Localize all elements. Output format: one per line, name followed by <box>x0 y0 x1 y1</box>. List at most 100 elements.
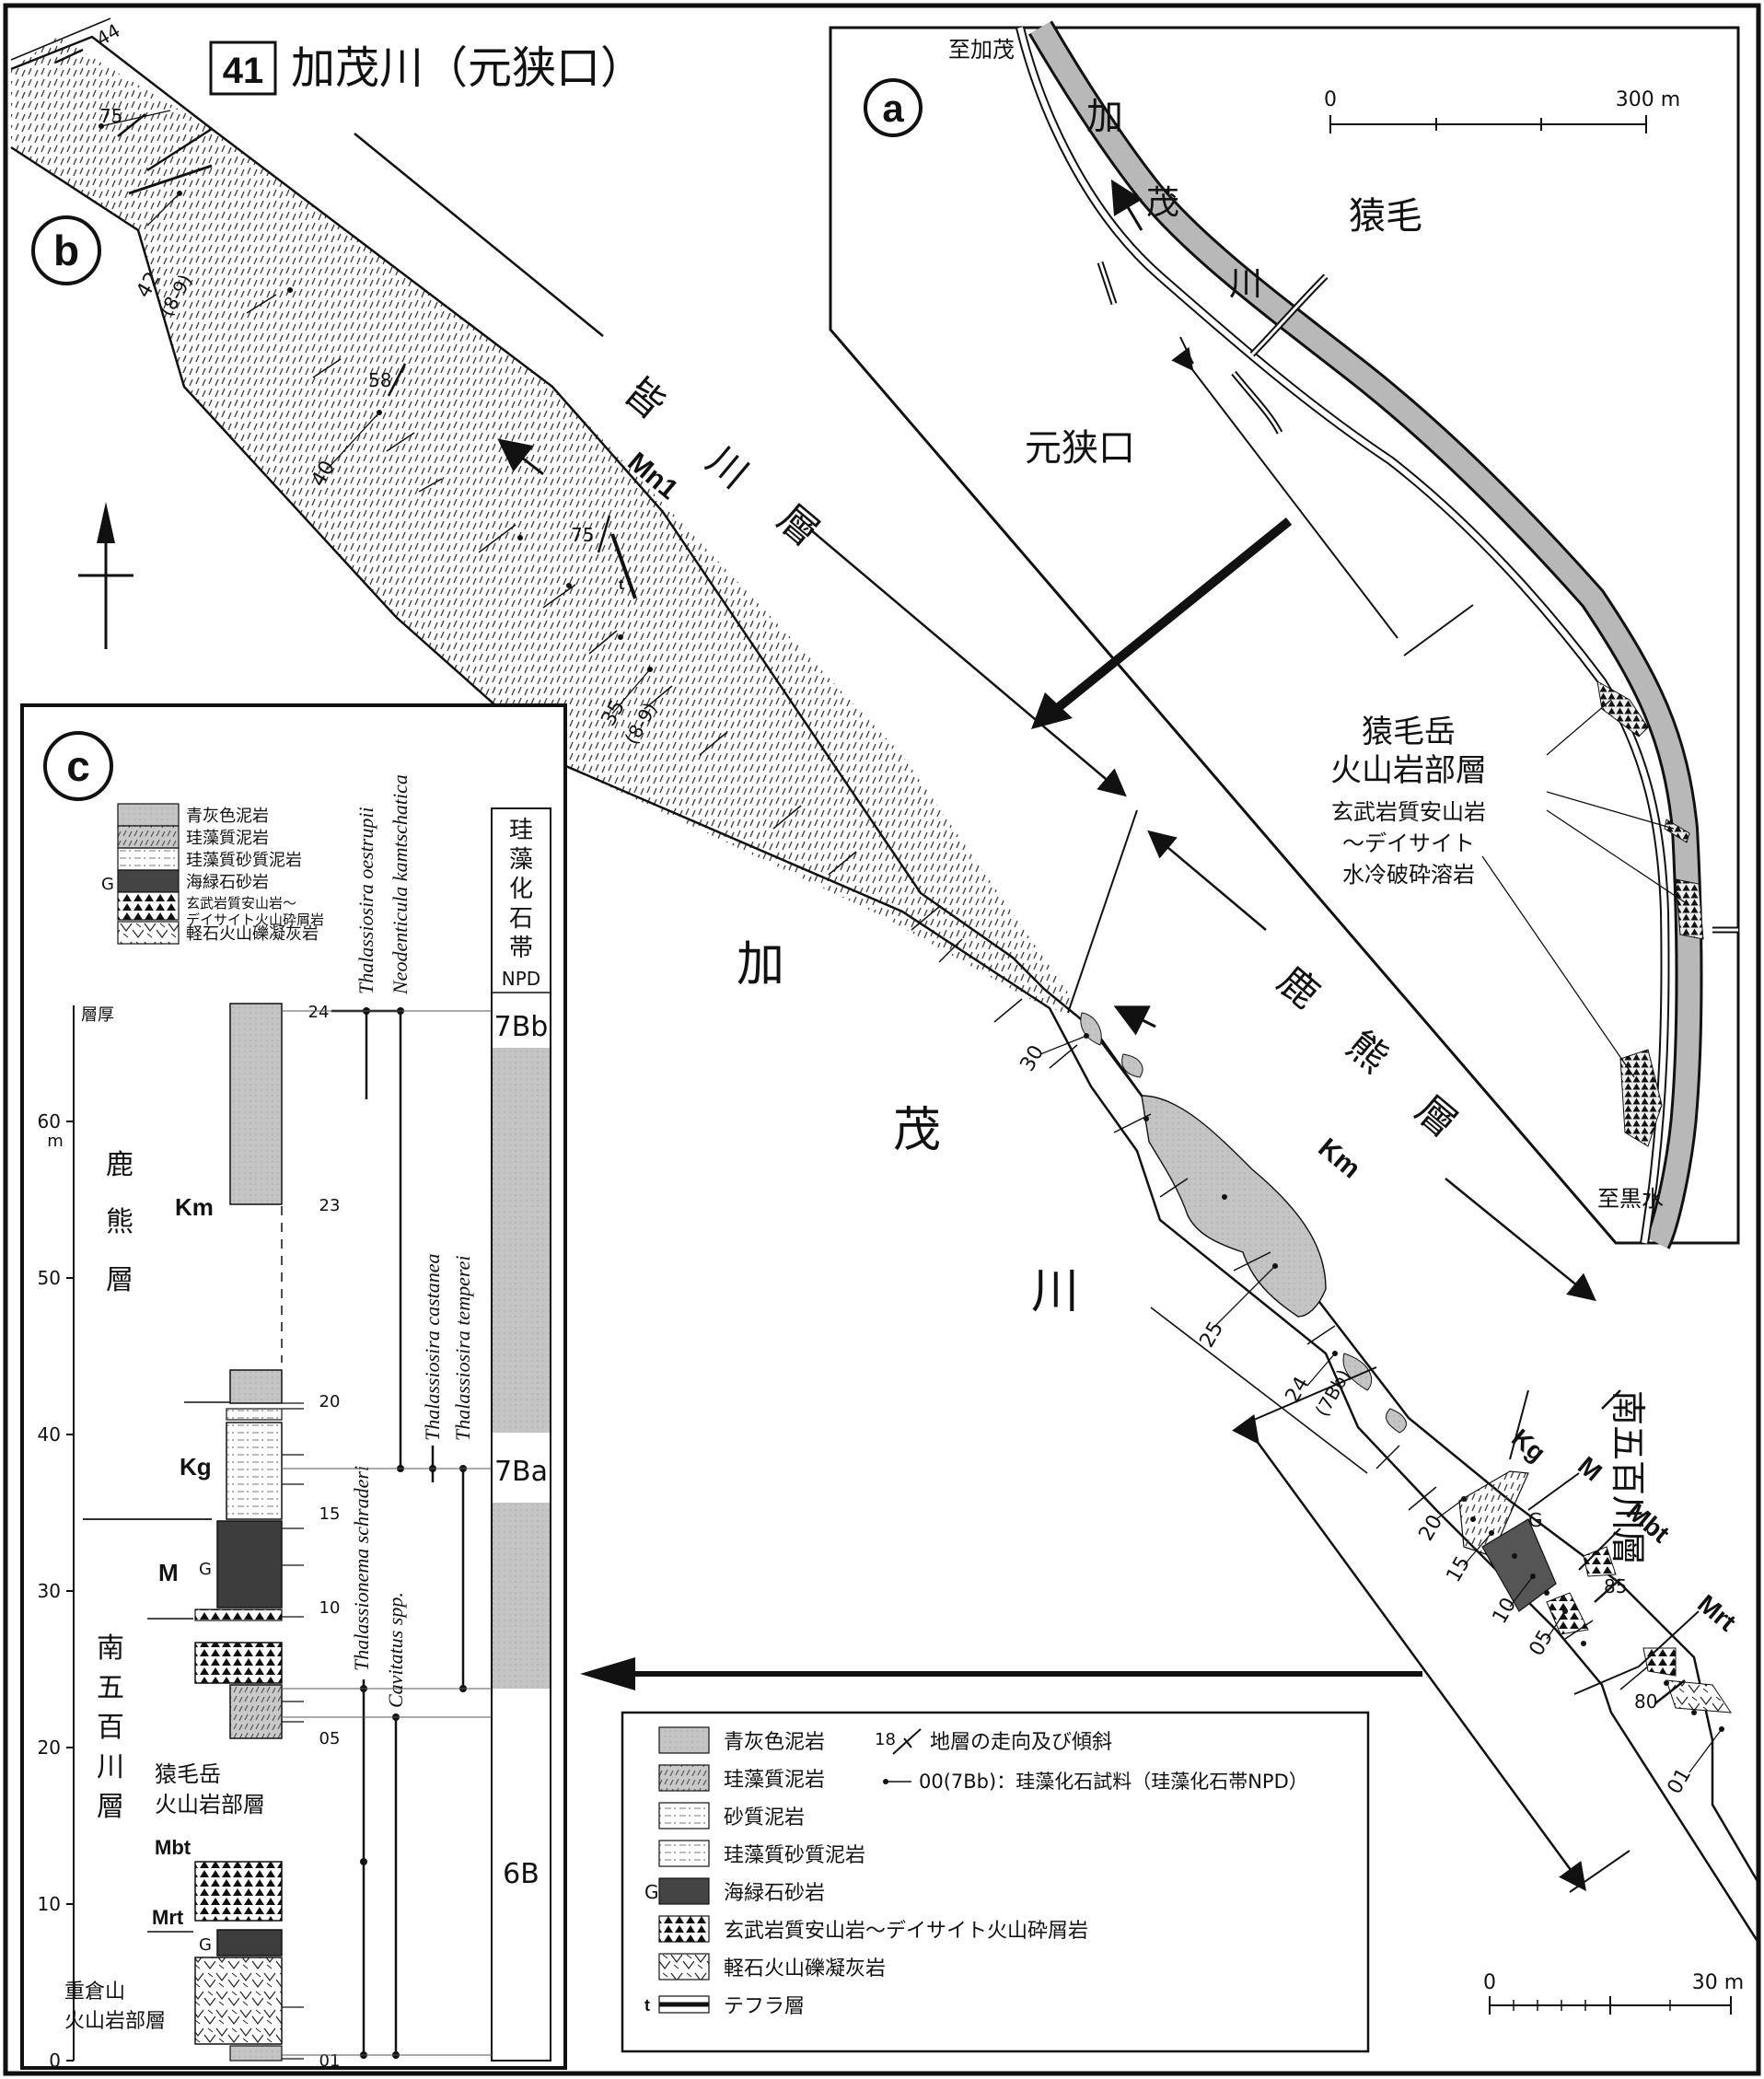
taxon-cavitatus: Cavitatus spp. <box>384 1592 407 1708</box>
col-code-g1: G <box>199 1560 212 1579</box>
col-minami-1: 南 <box>97 1632 124 1665</box>
leader-2 <box>1546 791 1675 830</box>
kakuma-3: 層 <box>1408 1086 1467 1146</box>
legend-b: G t 青灰色泥岩 珪藻質泥岩 砂質泥岩 珪藻質砂質泥岩 海緑石砂岩 玄武岩質安… <box>621 1711 1370 2053</box>
col-sample-23: 23 <box>319 1196 341 1215</box>
dip-75b: 75 <box>571 524 594 546</box>
lower-pumice <box>1665 1679 1732 1713</box>
sample-24: 24 <box>1282 1373 1315 1407</box>
range-minagawa-bottom <box>809 528 1127 797</box>
kakuma-1: 鹿 <box>1270 958 1329 1017</box>
col-code-km: Km <box>175 1193 214 1221</box>
column-legend-0: 青灰色泥岩 <box>186 807 269 826</box>
legend-strike-label: 地層の走向及び傾斜 <box>930 1731 1112 1754</box>
legend-b-frame <box>621 1711 1370 2053</box>
legend-b-item-5: 玄武岩質安山岩～デイサイト火山砕屑岩 <box>724 1920 1088 1943</box>
zone-header-1: 珪 <box>509 817 533 844</box>
panel-a-letter-circle <box>864 78 923 137</box>
flow-arrow-b2 <box>1113 1005 1156 1036</box>
to-kurosawa-label: 至黒水 <box>1597 1186 1664 1212</box>
col-kakuma-3: 層 <box>106 1264 133 1296</box>
map-b-river-2: 茂 <box>893 1103 941 1158</box>
range-kakuma-bottom <box>1445 1178 1596 1302</box>
place-motosakuchi: 元狭口 <box>1025 427 1135 470</box>
scale-bar-b: 0 30 m <box>1483 1971 1744 2015</box>
location-arrow-head <box>1031 692 1073 729</box>
grey-mudstone-patch <box>1141 1095 1327 1318</box>
section-end-bottom <box>1403 604 1474 656</box>
tick-40: 40 <box>38 1423 61 1446</box>
band-diatom-mudstone <box>11 37 1073 1013</box>
col-minami-5: 層 <box>97 1791 124 1823</box>
code-m: M <box>1573 1451 1607 1487</box>
lower-volcanic-3 <box>1642 1647 1677 1677</box>
tick-60: 60 <box>38 1110 61 1132</box>
panel-a: a 0 300 m <box>829 20 1740 1249</box>
legend-b-item-0: 青灰色泥岩 <box>724 1731 825 1754</box>
sample-05: 05 <box>1526 1626 1559 1660</box>
outer-frame <box>3 3 1761 2076</box>
column-legend-4: 玄武岩質安山岩～ <box>186 895 296 912</box>
shigekura-member-1: 重倉山 <box>64 1980 125 2004</box>
place-sarukke: 猿毛 <box>1349 195 1422 238</box>
code-t: t <box>619 577 624 593</box>
scale-a-start: 0 <box>1324 88 1337 111</box>
outcrop-3 <box>1675 878 1704 940</box>
kakuma-2: 熊 <box>1339 1022 1398 1082</box>
legend-b-item-4: 海緑石砂岩 <box>724 1882 825 1905</box>
column-legend-6: 軽石火山礫凝灰岩 <box>186 924 319 944</box>
column-legend-g: G <box>101 875 114 894</box>
title-block: 41 加茂川（元狭口） <box>209 41 644 96</box>
panel-a-letter: a <box>882 87 904 130</box>
leader-3 <box>1546 809 1686 903</box>
outcrop-1 <box>1596 680 1649 738</box>
leader-4 <box>1481 855 1635 1078</box>
minami-label: 南五百川層 <box>1607 1390 1648 1565</box>
strike-dip-marks <box>54 48 1686 1704</box>
panel-b-letter-circle <box>31 215 101 285</box>
panel-a-frame <box>829 26 1740 1245</box>
col-code-mbt: Mbt <box>155 1836 191 1859</box>
minagawa-1: 皆 <box>616 368 675 428</box>
thickness-label: 層厚 <box>81 1005 114 1025</box>
minagawa-3: 層 <box>770 495 829 555</box>
boundary-m <box>1527 1472 1580 1511</box>
zone-column <box>281 807 551 2062</box>
sarukke-member-2: 火山岩部層 <box>155 1792 265 1818</box>
map-a-river-3: 川 <box>1229 265 1262 303</box>
section-span-line <box>1171 346 1398 639</box>
unit-desc-1: 玄武岩質安山岩 <box>1331 799 1486 825</box>
panel-c-letter: c <box>66 742 90 790</box>
river-fill <box>1030 21 1700 1249</box>
unit-label-1: 猿毛岳 <box>1362 714 1456 750</box>
legend-b-item-2: 砂質泥岩 <box>724 1806 805 1829</box>
axis-unit-m: m <box>47 1132 64 1151</box>
col-kakuma-1: 鹿 <box>106 1149 133 1181</box>
scale-b-end: 30 m <box>1692 1971 1744 1994</box>
tephra-layer <box>610 533 637 599</box>
col-minami-2: 五 <box>97 1672 124 1704</box>
shigekura-member-2: 火山岩部層 <box>64 2010 166 2033</box>
title-name: 加茂川（元狭口） <box>291 42 644 94</box>
panel-b-letter: b <box>53 226 79 274</box>
taxon-kamtschatica: Neodenticula kamtschatica <box>389 774 412 995</box>
zone-header-6: NPD <box>502 968 540 990</box>
col-minami-4: 川 <box>97 1751 124 1783</box>
minagawa-2: 川 <box>699 437 758 497</box>
panel-c-letter-circle <box>43 731 113 801</box>
column-blocks <box>83 1003 304 2062</box>
unit-label-2: 火山岩部層 <box>1330 752 1487 789</box>
tick-0: 0 <box>49 2050 61 2072</box>
col-code-m: M <box>158 1559 179 1586</box>
zone-header-4: 石 <box>509 905 533 933</box>
col-kakuma-2: 熊 <box>106 1206 133 1238</box>
dip-58: 58 <box>368 369 391 391</box>
scale-a-end: 300 m <box>1616 88 1680 111</box>
road-fill <box>1017 27 1668 1244</box>
boundary-mn1 <box>1067 809 1138 1014</box>
code-kg: Kg <box>1506 1423 1551 1468</box>
boundary-top <box>10 17 111 61</box>
grey-patch-small-3 <box>1342 1353 1373 1391</box>
zone-header-3: 化 <box>509 876 533 903</box>
tick-50: 50 <box>38 1267 61 1289</box>
